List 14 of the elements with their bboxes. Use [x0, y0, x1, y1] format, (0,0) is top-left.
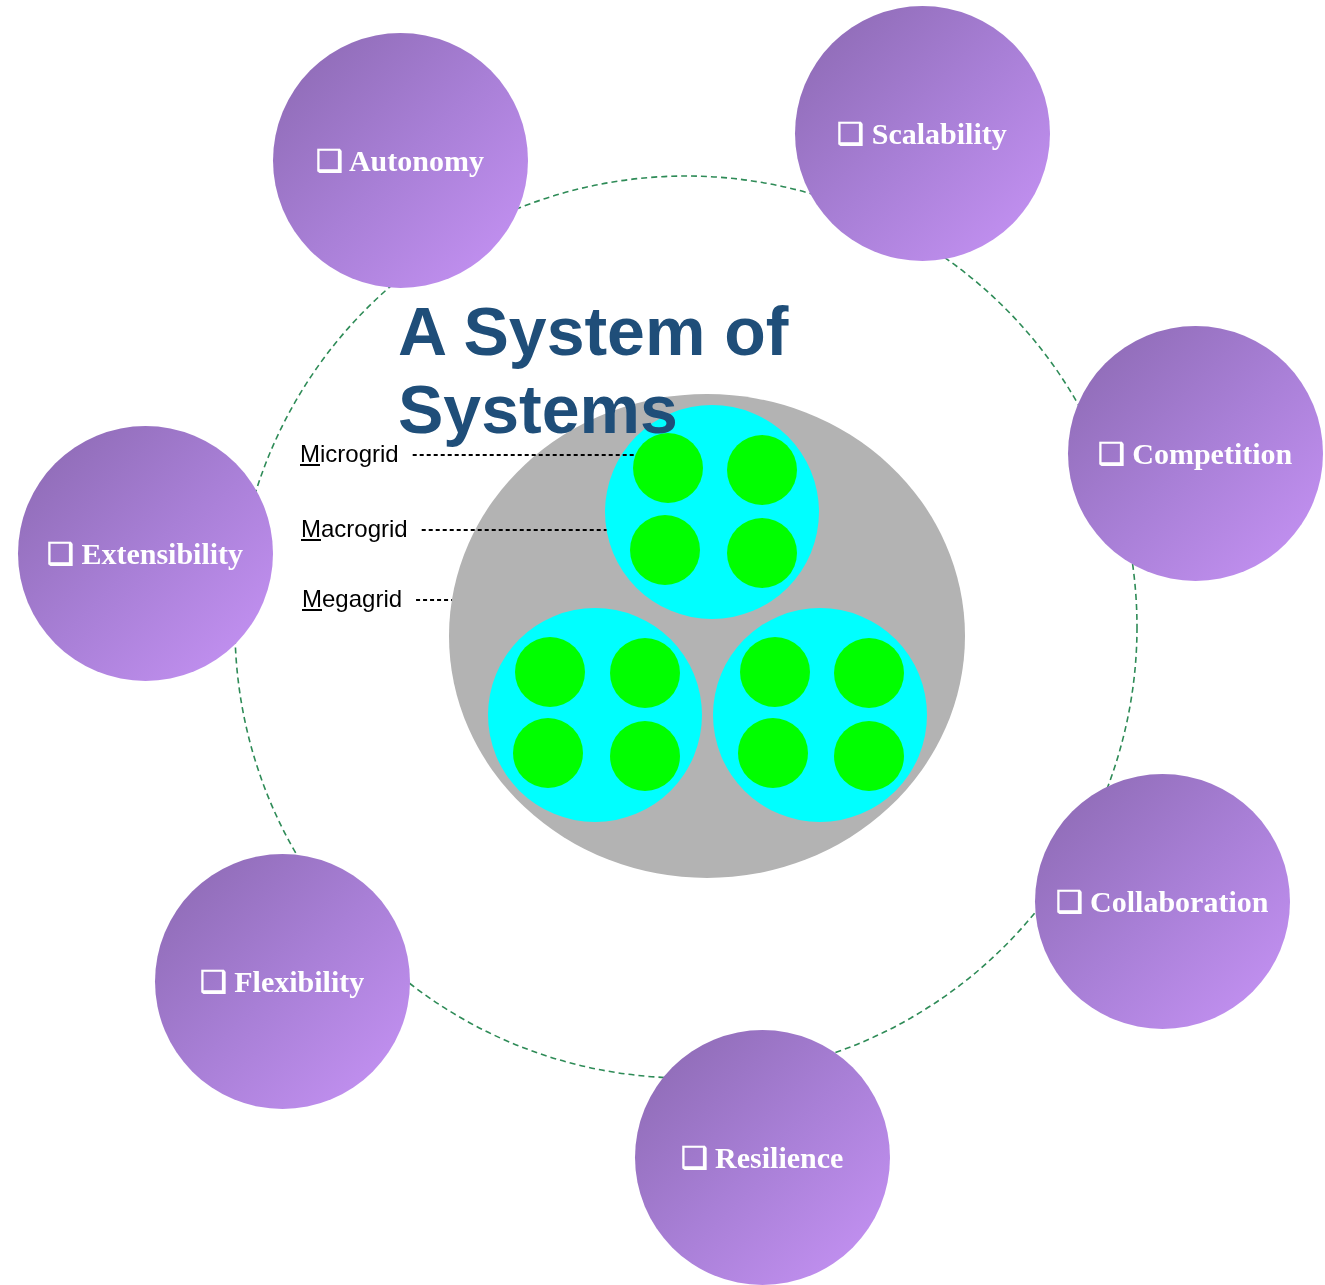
topic-label: ❑ Extensibility [46, 535, 244, 571]
leader-line [411, 454, 637, 456]
topic-label: ❑ Collaboration [1055, 883, 1269, 919]
grid-label: Microgrid [300, 440, 399, 468]
topic-label: ❑ Resilience [680, 1139, 844, 1175]
grid-label: Macrogrid [301, 515, 408, 543]
diagram-title: A System of Systems [398, 292, 790, 448]
topic-label: ❑ Autonomy [316, 142, 484, 178]
leader-line [420, 529, 608, 531]
topic-label: ❑ Scalability [837, 115, 1007, 151]
grid-label: Megagrid [302, 585, 403, 613]
topic-label: ❑ Flexibility [199, 963, 365, 999]
topic-label: ❑ Competition [1097, 435, 1293, 471]
leader-line [415, 599, 453, 601]
